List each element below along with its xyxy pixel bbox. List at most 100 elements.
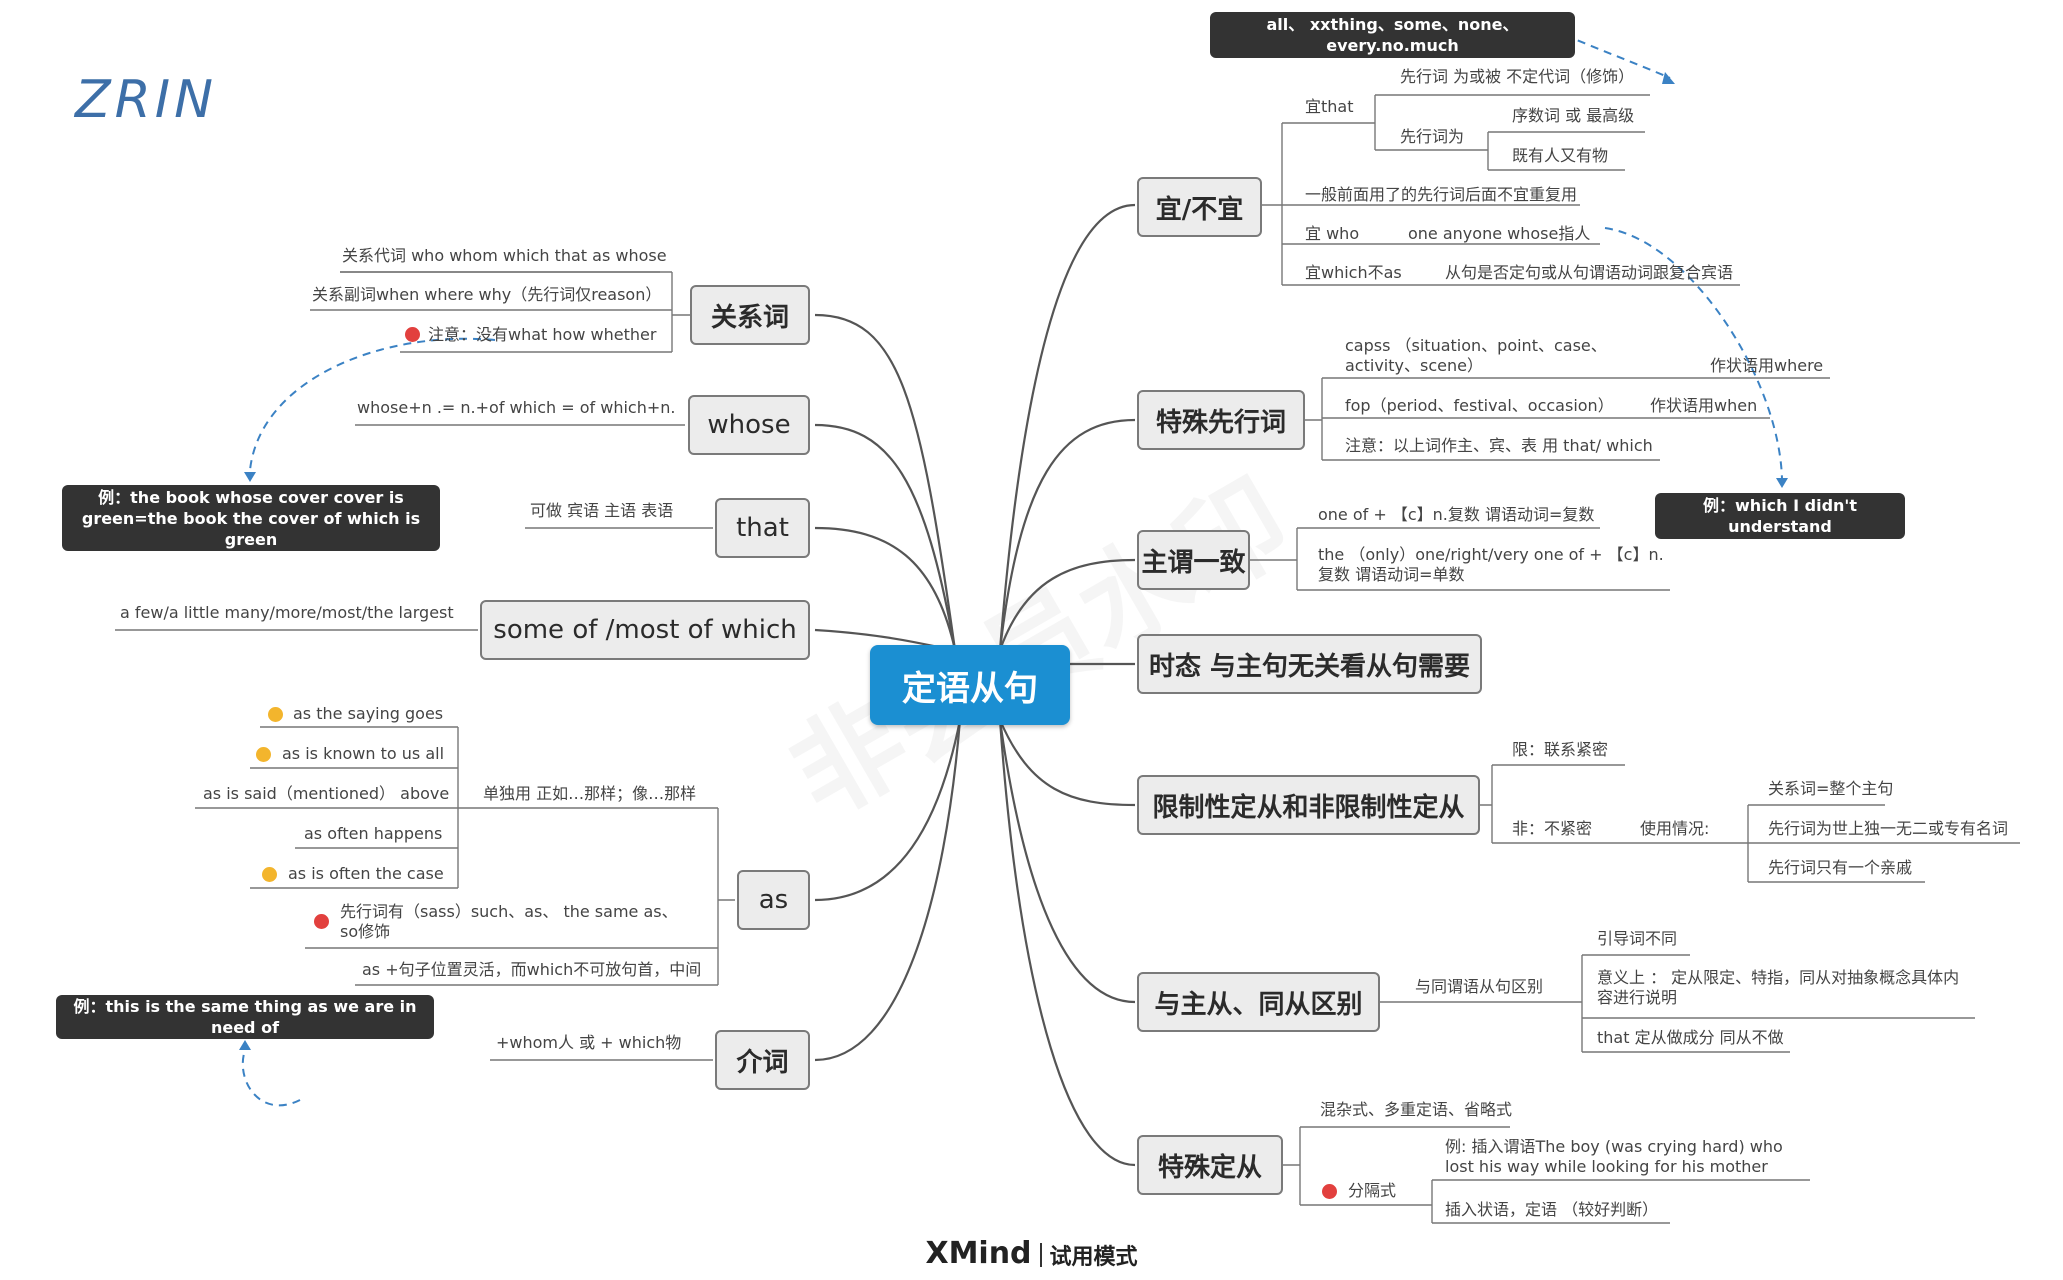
example-as-box: 例：this is the same thing as we are in ne… <box>56 995 434 1039</box>
restrict-non: 非：不紧密 <box>1512 819 1593 838</box>
xmind-logo: XMind <box>925 1236 1032 1271</box>
arrow-head <box>244 472 256 482</box>
branch-line <box>998 558 1136 651</box>
branch-line <box>998 719 1136 807</box>
specialclause-split-2: 插入状语，定语 （较好判断） <box>1445 1200 1659 1219</box>
branch-line <box>814 313 957 651</box>
branch-line <box>814 719 962 902</box>
trial-mode-label: 试用模式 <box>1049 1245 1138 1270</box>
yi-xianxing-sub-1: 序数词 或 最高级 <box>1512 106 1635 125</box>
relword-item-3: 注意：没有what how whether <box>428 325 657 344</box>
node-relword[interactable]: 关系词 <box>690 285 810 345</box>
example-whose-box: 例：the book whose cover cover is green=th… <box>62 485 440 551</box>
special-fop: fop（period、festival、occasion） <box>1345 396 1614 415</box>
special-fop-note: 作状语用when <box>1650 396 1758 415</box>
yellow-dot-icon <box>262 867 277 882</box>
yi-whichas-label: 宜which不as <box>1305 263 1402 282</box>
yi-whichas-sub: 从句是否定句或从句谓语动词跟复合宾语 <box>1445 263 1734 282</box>
someof-item: a few/a little many/more/most/the larges… <box>120 603 454 622</box>
branch-line <box>998 719 1136 1167</box>
node-agreement[interactable]: 主谓一致 <box>1137 530 1250 590</box>
restrict-usage-1: 关系词=整个主句 <box>1768 779 1894 798</box>
specialclause-split: 分隔式 <box>1348 1181 1397 1200</box>
as-note-2: as +句子位置灵活，而which不可放句首，中间 <box>362 960 702 979</box>
as-sub-label: 单独用 正如…那样；像…那样 <box>483 784 697 803</box>
bracket-line <box>1250 527 1670 591</box>
special-capss: capss （situation、point、case、activity、sce… <box>1345 336 1607 375</box>
node-restrictive[interactable]: 限制性定从和非限制性定从 <box>1137 775 1480 835</box>
relword-item-1: 关系代词 who whom which that as whose <box>342 246 667 265</box>
diff-item-1: 引导词不同 <box>1597 929 1678 948</box>
node-as[interactable]: as <box>737 870 810 930</box>
red-dot-icon <box>314 914 329 929</box>
node-special-antecedent[interactable]: 特殊先行词 <box>1137 390 1305 450</box>
bracket-line <box>1374 94 1650 151</box>
prep-item: +whom人 或 + which物 <box>496 1033 682 1052</box>
branch-line <box>998 719 1136 1004</box>
diff-label: 与同谓语从句区别 <box>1415 977 1544 996</box>
arrow-head <box>1662 72 1675 84</box>
restrict-usage-3: 先行词只有一个亲戚 <box>1768 858 1913 877</box>
restrict-usage-2: 先行词为世上独一无二或专有名词 <box>1768 819 2009 838</box>
node-special-clause[interactable]: 特殊定从 <box>1137 1135 1283 1195</box>
yi-that-label: 宜that <box>1305 97 1354 116</box>
center-topic[interactable]: 定语从句 <box>870 645 1070 725</box>
node-tense[interactable]: 时态 与主句无关看从句需要 <box>1137 634 1482 694</box>
node-whose[interactable]: whose <box>688 395 810 455</box>
relword-item-2: 关系副词when where why（先行词仅reason） <box>312 285 662 304</box>
yi-xianxing-sub-2: 既有人又有物 <box>1512 146 1609 165</box>
example-right-box: 例：which I didn't understand <box>1655 493 1905 539</box>
bracket-line <box>1380 954 1975 1053</box>
yi-who-sub: one anyone whose指人 <box>1408 224 1591 243</box>
specialclause-mixed: 混杂式、多重定语、省略式 <box>1320 1100 1513 1119</box>
dashed-arrow <box>241 1049 301 1107</box>
diff-item-2: 意义上 ： 定从限定、特指，同从对抽象概念具体内容进行说明 <box>1597 968 1960 1007</box>
restrict-usage: 使用情况: <box>1640 819 1710 838</box>
as-phrase-4: as often happens <box>304 824 443 843</box>
as-phrase-2: as is known to us all <box>282 744 445 763</box>
node-that[interactable]: that <box>715 498 810 558</box>
footer-brand: XMind 试用模式 <box>0 1236 2063 1271</box>
node-prep[interactable]: 介词 <box>715 1030 810 1090</box>
branch-line <box>814 423 957 651</box>
yellow-dot-icon <box>256 747 271 762</box>
bracket-line <box>1262 122 1740 286</box>
that-item: 可做 宾语 主语 表语 <box>530 501 674 520</box>
branch-line <box>814 526 957 651</box>
yi-xianxing-label: 先行词为 <box>1400 127 1465 146</box>
bracket-line <box>1475 131 1645 171</box>
whose-item: whose+n .= n.+of which = of which+n. <box>357 398 676 417</box>
special-capss-note: 作状语用where <box>1710 356 1824 375</box>
agree-item-1: one of + 【c】n.复数 谓语动词=复数 <box>1318 505 1595 524</box>
diff-item-3: that 定从做成分 同从不做 <box>1597 1028 1784 1047</box>
special-note: 注意：以上词作主、宾、表 用 that/ which <box>1345 436 1653 455</box>
branch-line <box>998 203 1136 651</box>
bracket-line <box>195 726 470 889</box>
arrow-head <box>1776 478 1788 488</box>
dashed-arrow <box>249 337 496 471</box>
bracket-line <box>1283 1126 1510 1206</box>
dashed-arrow <box>1564 34 1671 79</box>
branch-line <box>998 418 1136 651</box>
red-dot-icon <box>405 327 420 342</box>
bracket-line <box>1480 764 1720 844</box>
as-phrase-5: as is often the case <box>288 864 444 883</box>
red-dot-icon <box>1322 1184 1337 1199</box>
signature-logo: ZRIN <box>75 70 217 130</box>
footer-separator <box>1039 1243 1042 1267</box>
as-phrase-1: as the saying goes <box>293 704 444 723</box>
node-yi[interactable]: 宜/不宜 <box>1137 177 1262 237</box>
specialclause-split-1: 例: 插入谓语The boy (was crying hard) who los… <box>1445 1137 1783 1176</box>
dashed-arrow <box>1604 227 1783 481</box>
bracket-line <box>305 807 735 986</box>
node-difference[interactable]: 与主从、同从区别 <box>1137 972 1380 1032</box>
bracket-line <box>1420 1179 1810 1224</box>
node-someof[interactable]: some of /most of which <box>480 600 810 660</box>
yellow-dot-icon <box>268 707 283 722</box>
yi-general: 一般前面用了的先行词后面不宜重复用 <box>1305 185 1578 204</box>
example-top-box: all、 xxthing、some、none、every.no.much <box>1210 12 1575 58</box>
arrow-head <box>239 1040 251 1050</box>
restrict-limit: 限：联系紧密 <box>1512 740 1609 759</box>
agree-item-2: the （only）one/right/very one of + 【c】n.复… <box>1318 545 1664 584</box>
